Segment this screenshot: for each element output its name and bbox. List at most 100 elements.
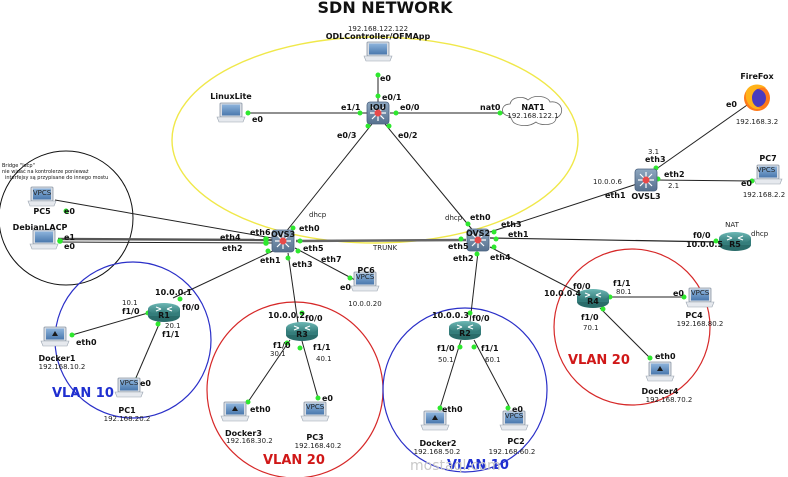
node-docker2[interactable]: eth0 Docker2 192.168.50.2 (414, 405, 463, 456)
vlan-label-r4: VLAN 20 (568, 353, 630, 368)
debianlacp-name: DebianLACP (13, 223, 68, 232)
vlan-label-r1: VLAN 10 (52, 386, 114, 401)
pc4-port: e0 (673, 289, 684, 298)
trunk-link (295, 238, 467, 243)
node-pc2[interactable]: VPCS e0 PC2 192.168.60.2 (489, 405, 536, 456)
node-nat1[interactable]: NAT1 192.168.122.1 nat0 (480, 96, 563, 126)
r4-ip: 10.0.0.4 (544, 289, 581, 298)
ovs3-port-eth5: eth5 (303, 244, 324, 253)
node-debianlacp[interactable]: DebianLACP e1 e0 (13, 223, 76, 251)
pc7-ip: 192.168.2.2 (743, 191, 785, 199)
docker1-port: eth0 (76, 338, 97, 347)
r3-ip: 10.0.0.2 (268, 311, 305, 320)
node-ovs3[interactable]: OVS3 dhcp eth0 eth6 eth4 eth2 eth5 eth1 … (220, 211, 342, 269)
debianlacp-port-e0: e0 (64, 242, 75, 251)
debianlacp-port-e1: e1 (64, 233, 75, 242)
node-firefox[interactable]: FireFox 192.168.3.2 e0 (726, 72, 778, 126)
pc6-port: e0 (340, 283, 351, 292)
node-r3[interactable]: R3 10.0.0.2 f0/0 f1/0 30.1 f1/1 40.1 (268, 311, 332, 363)
vpcs-label: VPCS (306, 403, 325, 411)
linuxlite-port: e0 (252, 115, 263, 124)
r5-name: R5 (729, 240, 741, 249)
r5-ip: 10.0.0.5 (686, 240, 723, 249)
ovs3-port-eth7: eth7 (321, 255, 342, 264)
r1-ip: 10.0.0.1 (155, 288, 192, 297)
ovsl3-eth1-ip: 10.0.0.6 (593, 178, 622, 186)
vlan-zone-r2 (382, 307, 548, 473)
node-pc5[interactable]: VPCS PC5 e0 (27, 186, 75, 216)
pc7-name: PC7 (759, 154, 776, 163)
link-ovs3-r3 (287, 252, 299, 324)
ovsl3-port-eth3: eth3 (645, 155, 666, 164)
ovs2-port-eth1: eth1 (508, 230, 529, 239)
note-line-2: nie widać na kontrolerze ponieważ (2, 168, 89, 175)
node-linuxlite[interactable]: LinuxLite e0 (210, 92, 263, 124)
link-r3-docker3 (247, 339, 291, 403)
vpcs-label: VPCS (505, 412, 524, 420)
odl-name: ODLController/OFMApp (326, 32, 431, 41)
diagram-title: SDN NETWORK (318, 0, 454, 17)
ovs3-port-eth4: eth4 (220, 233, 241, 242)
pc1-ip: 192.168.20.2 (104, 415, 151, 423)
node-ovsl3[interactable]: OVSL3 10.0.0.6 eth1 3.1 eth3 eth2 2.1 (593, 148, 685, 201)
node-pc1[interactable]: VPCS e0 PC1 192.168.20.2 (104, 377, 152, 423)
r4-port-f1-1: f1/1 (613, 279, 631, 288)
node-pc6[interactable]: VPCS PC6 10.0.0.20 e0 (340, 266, 382, 308)
r4-f1-1-ip: 80.1 (616, 288, 632, 296)
r2-f1-1-ip: 60.1 (485, 356, 501, 364)
odl-ip: 192.168.122.122 (348, 25, 408, 33)
iou-port-e0-3: e0/3 (337, 131, 356, 140)
laptop-icon (216, 102, 246, 123)
ovsl3-eth3-ip: 3.1 (648, 148, 659, 156)
vpcs-label: VPCS (691, 289, 710, 297)
pc3-ip: 192.168.40.2 (295, 442, 342, 450)
r5-port: f0/0 (693, 231, 711, 240)
r4-port-f1-0: f1/0 (581, 313, 599, 322)
linux-logo-icon (52, 331, 58, 336)
firefox-ip: 192.168.3.2 (736, 118, 778, 126)
node-docker1[interactable]: eth0 Docker1 192.168.10.2 (39, 326, 97, 371)
node-odl-controller[interactable]: 192.168.122.122 ODLController/OFMApp e0 (326, 25, 431, 83)
link-r3-pc3 (301, 340, 319, 399)
node-docker4[interactable]: eth0 Docker4 192.168.70.2 (642, 352, 693, 404)
ovs3-port-eth2: eth2 (222, 244, 243, 253)
ovsl3-name: OVSL3 (631, 192, 660, 201)
r3-port-f1-1: f1/1 (313, 343, 331, 352)
node-pc7[interactable]: VPCS PC7 192.168.2.2 e0 (741, 154, 785, 199)
r4-name: R4 (587, 297, 599, 306)
r1-name: R1 (158, 311, 170, 320)
r1-port-f1-1: f1/1 (162, 330, 180, 339)
pc6-name: PC6 (357, 266, 375, 275)
node-r1[interactable]: R1 10.0.0.1 f0/0 10.1 f1/0 20.1 f1/1 (122, 288, 200, 339)
sdn-control-zone (171, 36, 579, 244)
linux-logo-icon (432, 415, 438, 420)
docker2-port: eth0 (442, 405, 463, 414)
pc2-port: e0 (512, 405, 523, 414)
node-r4[interactable]: R4 f0/0 10.0.0.4 f1/1 80.1 f1/0 70.1 (544, 279, 632, 332)
node-docker3[interactable]: eth0 Docker3 192.168.30.2 (220, 401, 273, 445)
node-iou[interactable]: IOU e0/1 e1/1 e0/0 e0/3 e0/2 (337, 93, 420, 140)
node-r2[interactable]: R2 10.0.0.3 f0/0 f1/0 50.1 f1/1 60.1 (432, 311, 501, 364)
vlan-label-r3: VLAN 20 (263, 453, 325, 468)
nat1-ip: 192.168.122.1 (507, 112, 558, 120)
docker-laptop-icon (220, 401, 250, 422)
node-pc4[interactable]: VPCS e0 PC4 192.168.80.2 (673, 287, 723, 328)
note-line-3: interfejsy są przypisane do innego mostu (5, 175, 108, 181)
ovsl3-port-eth1: eth1 (605, 191, 626, 200)
link-ovs2-r4 (489, 246, 584, 296)
ovs3-port-eth3: eth3 (292, 260, 313, 269)
node-ovs2[interactable]: OVS2 dhcp eth0 eth3 eth1 eth5 eth2 eth4 (445, 213, 529, 263)
lacp-note: Bridge "lacp" nie widać na kontrolerze p… (2, 163, 108, 181)
ovsl3-port-eth2: eth2 (664, 170, 685, 179)
node-r5[interactable]: R5 NAT dhcp f0/0 10.0.0.5 (686, 221, 769, 252)
lacp-zone (0, 150, 134, 286)
pc6-ip: 10.0.0.20 (348, 300, 381, 308)
iou-label: IOU (370, 103, 386, 112)
docker1-ip: 192.168.10.2 (39, 363, 86, 371)
pc5-name: PC5 (33, 207, 51, 216)
link-r1-docker1 (71, 312, 149, 336)
note-line-1: Bridge "lacp" (2, 163, 35, 169)
link-debian-ovs3-e1 (57, 237, 273, 242)
node-pc3[interactable]: VPCS e0 PC3 192.168.40.2 (295, 394, 342, 450)
link-ovs2-r2 (469, 251, 479, 323)
